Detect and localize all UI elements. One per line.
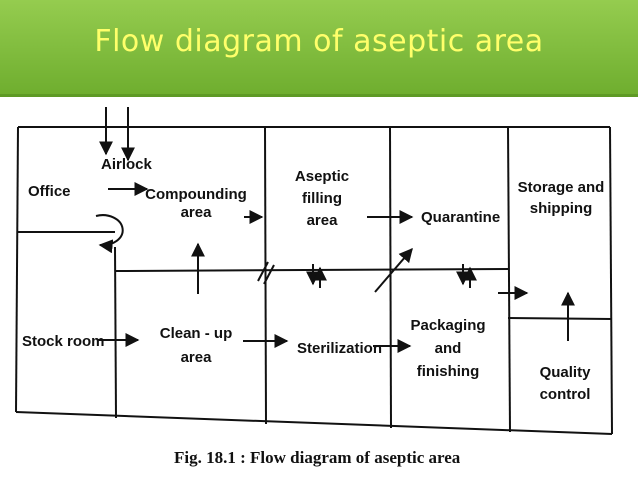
packaging-label-2: and [435, 340, 462, 357]
packaging-label-1: Packaging [410, 317, 485, 334]
wall-5 [507, 126, 511, 433]
quality-control-label-2: control [540, 386, 591, 403]
wall-3 [264, 126, 267, 425]
left-wall [15, 126, 19, 413]
quality-control-label-1: Quality [540, 364, 592, 381]
flow-diagram: Office Airlock Compounding area Aseptic … [15, 107, 613, 467]
storage-label-2: shipping [530, 200, 593, 217]
figure-caption: Fig. 18.1 : Flow diagram of aseptic area [174, 448, 461, 467]
cleanup-label-2: area [181, 349, 213, 366]
storage-label-1: Storage and [518, 179, 605, 196]
sterilization-label: Sterilization [297, 340, 382, 357]
cleanup-label-1: Clean - up [160, 325, 233, 342]
room-labels: Office Airlock Compounding area Aseptic … [22, 156, 604, 403]
pass-through-mark-2 [263, 264, 275, 285]
storage-qc-wall [507, 317, 613, 320]
flow-diagram-figure: Office Airlock Compounding area Aseptic … [0, 94, 638, 478]
pass-through-mark-1 [257, 261, 269, 282]
aseptic-filling-label-3: area [307, 212, 339, 229]
floor-plan-walls [15, 126, 613, 435]
quarantine-label: Quarantine [421, 209, 500, 226]
compounding-label-1: Compounding [145, 186, 247, 203]
airlock-label: Airlock [101, 156, 153, 173]
flow-arrows [95, 107, 575, 353]
packaging-label-3: finishing [417, 363, 480, 380]
sterilization-to-quarantine-arrow [374, 247, 413, 293]
stock-room-label: Stock room [22, 333, 105, 350]
wall-4 [389, 126, 392, 429]
airlock-u-turn-arrow [95, 214, 124, 254]
right-wall [609, 126, 613, 435]
title-banner: Flow diagram of aseptic area [0, 0, 638, 97]
slide-title: Flow diagram of aseptic area [94, 24, 544, 59]
bottom-wall [15, 411, 613, 435]
office-label: Office [28, 183, 71, 200]
compounding-label-2: area [181, 204, 213, 221]
aseptic-filling-label-2: filling [302, 190, 342, 207]
aseptic-filling-label-1: Aseptic [295, 168, 349, 185]
cleanup-left-wall [114, 246, 117, 419]
